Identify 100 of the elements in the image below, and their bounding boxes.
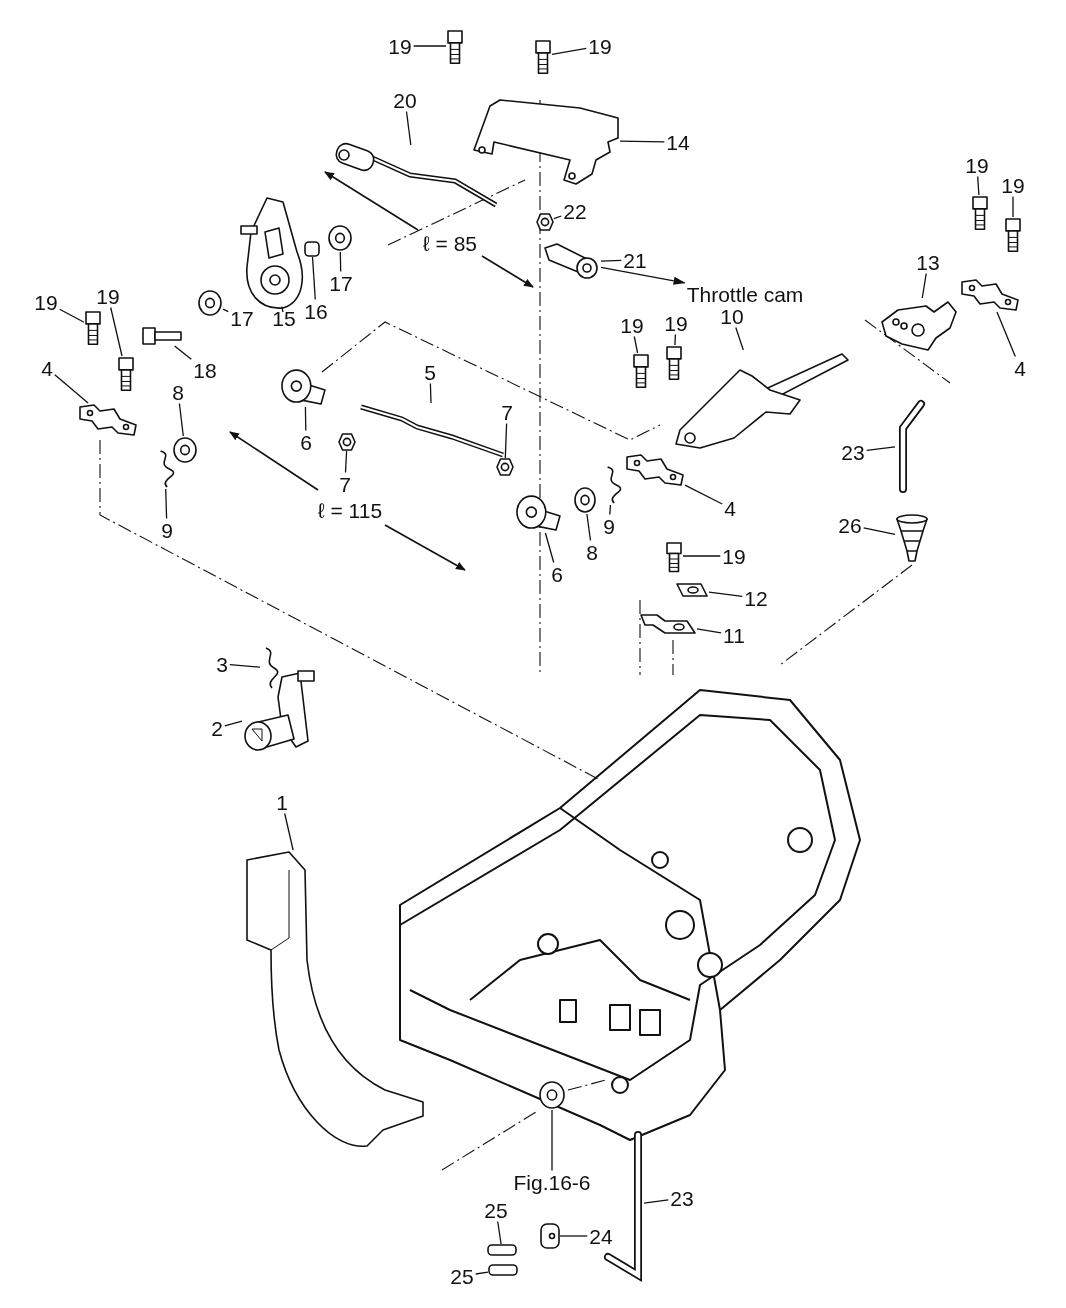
pin — [487, 1244, 517, 1256]
leader-line — [339, 251, 342, 273]
leader-line — [551, 1109, 553, 1172]
leader-line — [304, 406, 307, 432]
rod-end — [281, 369, 329, 407]
leader-line — [429, 382, 432, 404]
leader-line — [110, 306, 123, 357]
figure-reference: Fig.16-6 — [513, 1171, 591, 1193]
callout-number: 19 — [664, 312, 688, 334]
bracket — [78, 403, 138, 437]
callout-number: 10 — [720, 305, 744, 327]
callout-number: 19 — [620, 314, 644, 336]
bolt — [84, 310, 102, 344]
leader-line — [996, 311, 1016, 358]
leader-line — [222, 308, 229, 313]
washer — [197, 289, 223, 317]
coupler — [540, 1223, 560, 1249]
callout-number: 4 — [41, 357, 53, 379]
callout-number: 5 — [424, 361, 436, 383]
callout-number: 2 — [211, 717, 223, 739]
dimension-label: ℓ = 115 — [317, 499, 383, 521]
leader-line — [708, 591, 743, 597]
leader-line — [684, 484, 723, 505]
plate — [639, 613, 697, 635]
leader-line — [735, 326, 744, 351]
bracket — [625, 453, 685, 487]
leader-line — [696, 628, 722, 634]
callout-number: 12 — [744, 587, 768, 609]
callout-number: 18 — [193, 359, 217, 381]
callout-number: 23 — [841, 441, 865, 463]
leader-line — [866, 446, 896, 451]
washer — [327, 224, 353, 252]
leader-line — [59, 308, 85, 323]
callout-number: 9 — [603, 515, 615, 537]
leader-line — [682, 555, 721, 557]
callout-number: 19 — [722, 545, 746, 567]
leader-line — [551, 47, 587, 56]
callout-number: 4 — [1014, 357, 1026, 379]
callout-number: 6 — [551, 563, 563, 585]
callout-number: 26 — [838, 514, 862, 536]
leader-line — [224, 720, 243, 727]
callout-number: 16 — [304, 300, 328, 322]
leader-line — [633, 335, 639, 354]
bolt — [665, 345, 683, 379]
leader-line — [178, 402, 184, 437]
callout-number: 4 — [724, 497, 736, 519]
leader-line — [54, 374, 89, 404]
callout-number: 9 — [161, 519, 173, 541]
leader-line — [475, 1271, 489, 1275]
callout-number: 25 — [484, 1199, 508, 1221]
callout-number: 19 — [588, 35, 612, 57]
dimension-label: ℓ = 85 — [422, 232, 478, 254]
leader-line — [674, 333, 677, 346]
callout-number: 19 — [965, 154, 989, 176]
bolt — [1004, 217, 1022, 251]
callout-number: 22 — [563, 200, 587, 222]
callout-number: 19 — [34, 291, 58, 313]
washer — [573, 486, 597, 514]
collar — [304, 241, 320, 257]
leader-line — [504, 422, 508, 459]
pin — [488, 1264, 518, 1276]
callout-number: 7 — [501, 401, 513, 423]
callout-number: 21 — [623, 249, 647, 271]
leader-line — [284, 812, 294, 851]
leader-line — [311, 256, 316, 301]
callout-number: 11 — [723, 624, 745, 646]
leader-line — [344, 450, 348, 474]
callout-number: 3 — [216, 653, 228, 675]
callout-number: 23 — [670, 1187, 694, 1209]
leader-line — [609, 504, 612, 516]
bolt — [632, 353, 650, 387]
leader-line — [643, 1199, 669, 1204]
nut — [536, 213, 554, 231]
bolt — [971, 195, 989, 229]
nut — [338, 433, 356, 451]
leader-line — [1012, 195, 1014, 218]
callout-number: 20 — [393, 89, 417, 111]
callout-number: 8 — [586, 541, 598, 563]
callout-number: 7 — [339, 473, 351, 495]
washer — [538, 1080, 566, 1110]
washer — [172, 436, 198, 464]
callout-number: 13 — [916, 251, 940, 273]
lever-arm-drawing — [878, 298, 958, 352]
bolt — [141, 326, 183, 346]
callout-number: 17 — [230, 307, 254, 329]
leader-line — [173, 345, 192, 360]
leader-line — [497, 1220, 502, 1245]
leader-line — [977, 175, 980, 196]
leader-line — [413, 45, 447, 47]
leader-line — [559, 1235, 588, 1237]
leader-line — [586, 513, 592, 542]
rod-end — [516, 495, 564, 533]
leader-line — [544, 532, 555, 564]
callout-number: 6 — [300, 431, 312, 453]
leader-line — [281, 305, 284, 313]
callout-number: 19 — [388, 35, 412, 57]
arrow — [600, 266, 686, 285]
leader-line — [619, 140, 665, 143]
leader-line — [405, 110, 412, 146]
callout-number: 14 — [666, 131, 690, 153]
